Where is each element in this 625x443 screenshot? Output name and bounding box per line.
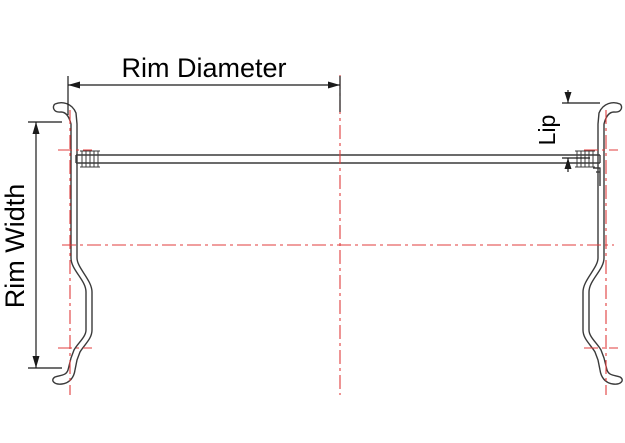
lip-dimension: [562, 90, 600, 172]
bolt-marks: [80, 150, 595, 168]
centerlines: [58, 75, 618, 395]
right-rim-profile-inner: [582, 102, 621, 371]
valve-mark: [593, 167, 601, 186]
lip-arrow-bottom: [564, 158, 572, 169]
left-rim-profile-outer: [52, 103, 87, 385]
rim-width-arrow-top: [32, 122, 40, 134]
rim-width-arrow-bottom: [32, 356, 40, 368]
right-rim-profile-outer: [588, 103, 623, 385]
left-bolt-group: [80, 150, 100, 168]
rim-diameter-label: Rim Diameter: [121, 53, 286, 83]
rim-width-dimension: [28, 121, 62, 369]
rim-outline: [52, 102, 623, 385]
lip-arrow-top: [564, 92, 572, 103]
rim-width-label: Rim Width: [0, 184, 30, 309]
right-bolt-group: [575, 150, 595, 168]
rim-diameter-dimension: [67, 76, 341, 115]
left-rim-profile-inner: [54, 102, 93, 371]
rim-diameter-arrow-left: [68, 81, 80, 89]
lip-label: Lip: [534, 115, 560, 146]
rim-diameter-arrow-right: [328, 81, 340, 89]
